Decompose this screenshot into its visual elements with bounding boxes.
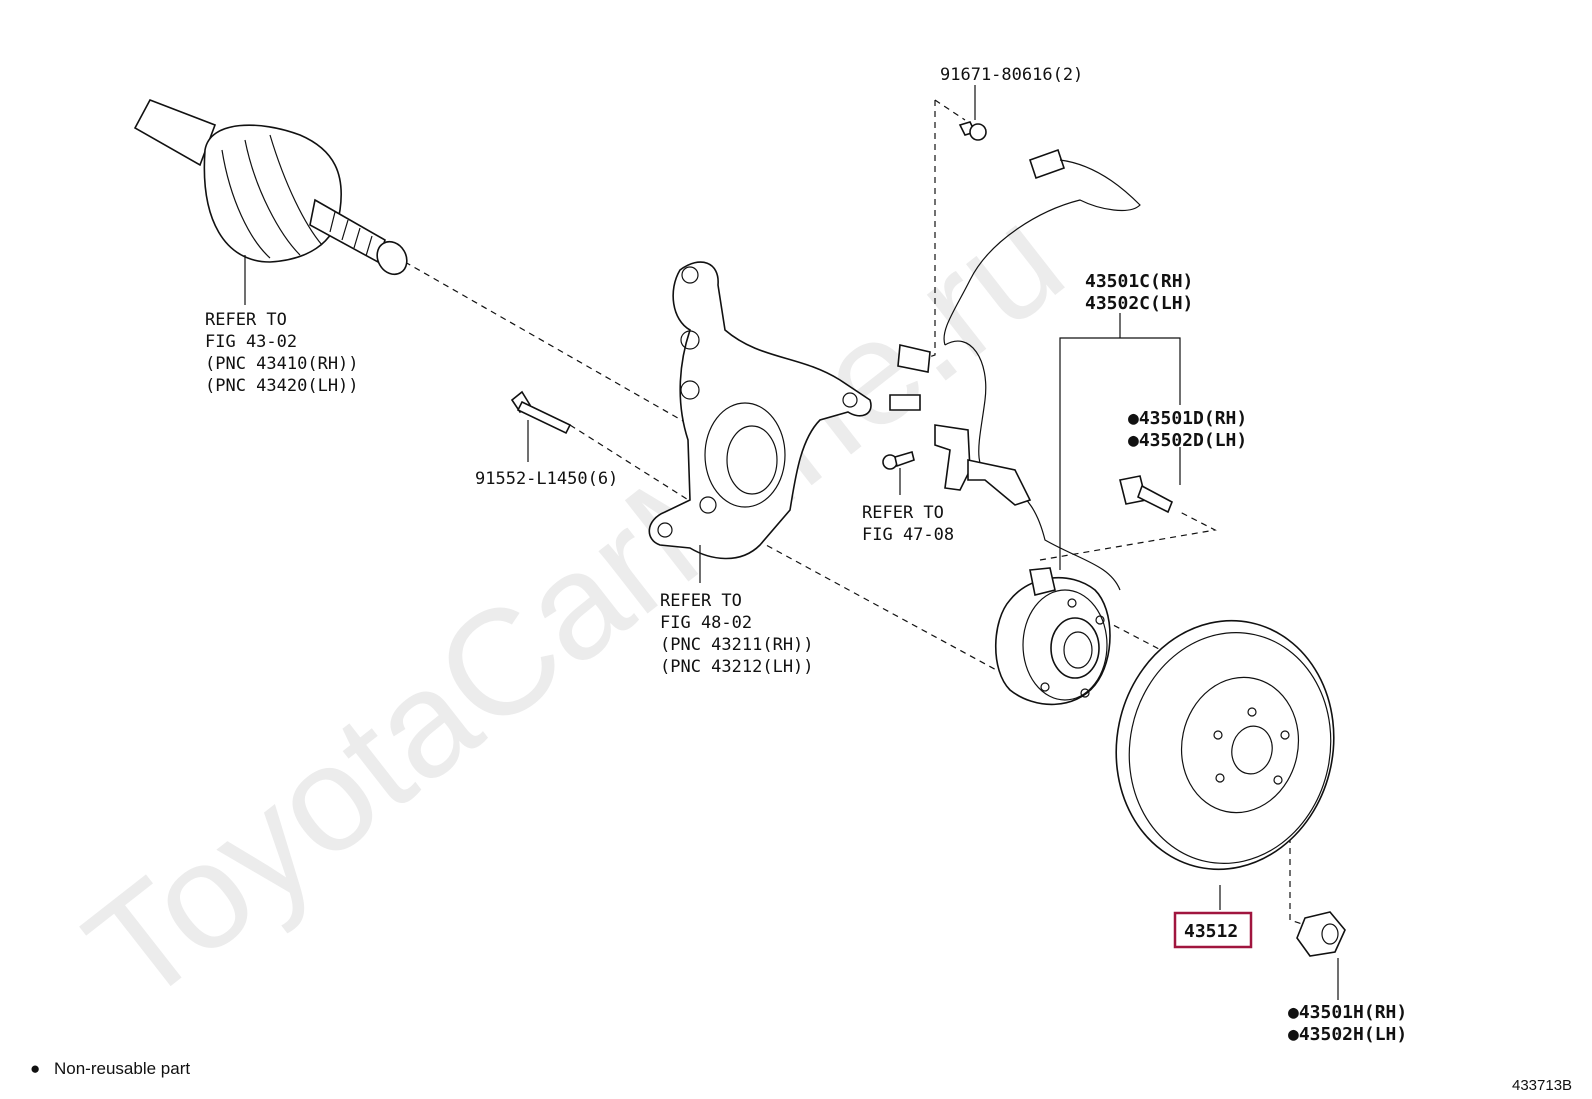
sensor-bolt (958, 121, 987, 141)
label-knuckle-ref-1: REFER TO (660, 591, 742, 611)
abs-sensor-wire (889, 148, 1141, 591)
callout-labels: 91671-80616(2) REFER TO FIG 43-02 (PNC 4… (205, 65, 1407, 1045)
label-driveshaft-3: (PNC 43410(RH)) (205, 354, 359, 374)
label-hub-bolt-rh: ●43501D(RH) (1128, 408, 1247, 429)
label-knuckle-ref-3: (PNC 43211(RH)) (660, 635, 814, 655)
lug-nut (1296, 911, 1346, 957)
brake-rotor (1115, 619, 1335, 871)
legend: ● Non-reusable part (30, 1059, 190, 1078)
knuckle-bolt (510, 390, 572, 435)
steering-knuckle (648, 261, 872, 560)
legend-text: Non-reusable part (54, 1059, 190, 1078)
label-knuckle-ref-2: FIG 48-02 (660, 613, 752, 633)
label-rotor[interactable]: 43512 (1184, 921, 1238, 942)
label-knuckle-bolt: 91552-L1450(6) (475, 469, 618, 489)
label-sensor-ref-1: REFER TO (862, 503, 944, 523)
legend-bullet: ● (30, 1059, 40, 1078)
leader-lines (244, 85, 1339, 1000)
figure-number: 433713B (1512, 1077, 1572, 1094)
hub-bolt (1119, 475, 1174, 514)
label-driveshaft-4: (PNC 43420(LH)) (205, 376, 359, 396)
label-driveshaft-2: FIG 43-02 (205, 332, 297, 352)
bracket-bolt (882, 450, 915, 470)
label-nut-lh: ●43502H(LH) (1288, 1024, 1407, 1045)
drive-shaft (133, 98, 408, 276)
label-hub-rh: 43501C(RH) (1085, 271, 1193, 292)
rotor-highlight-box (1173, 911, 1253, 949)
label-nut-rh: ●43501H(RH) (1288, 1002, 1407, 1023)
label-driveshaft-1: REFER TO (205, 310, 287, 330)
label-top-bolt: 91671-80616(2) (940, 65, 1083, 85)
label-knuckle-ref-4: (PNC 43212(LH)) (660, 657, 814, 677)
hub-bearing (995, 567, 1111, 706)
watermark: ToyotaCarMine.ru (56, 174, 1092, 1035)
label-hub-lh: 43502C(LH) (1085, 293, 1193, 314)
label-sensor-ref-2: FIG 47-08 (862, 525, 954, 545)
label-hub-bolt-lh: ●43502D(LH) (1128, 430, 1247, 451)
